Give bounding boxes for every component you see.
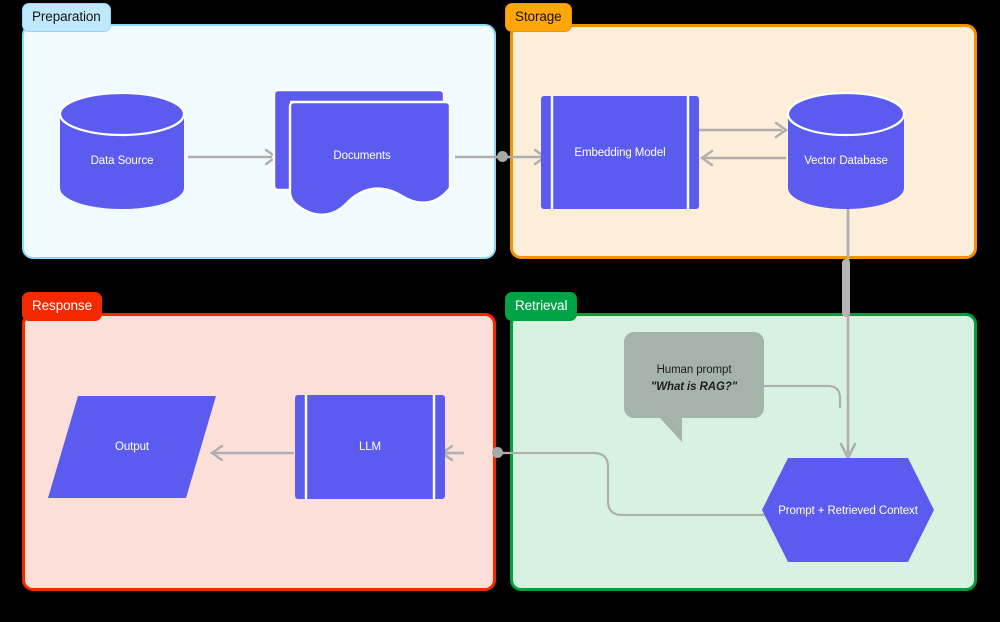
edge-promptcontext-to-llm-elbow — [496, 445, 772, 523]
node-embedding-model[interactable]: Embedding Model — [540, 95, 700, 210]
node-vector-database[interactable]: Vector Database — [786, 92, 906, 210]
edge-vectordb-to-embedding — [698, 147, 794, 169]
edge-embedding-to-vectordb — [698, 119, 794, 141]
edge-humanprompt-to-promptcontext — [760, 378, 856, 408]
node-prompt-retrieved-context[interactable]: Prompt + Retrieved Context — [762, 458, 934, 562]
group-badge-response[interactable]: Response — [22, 292, 102, 321]
node-documents[interactable]: Documents — [268, 84, 456, 216]
edge-crossing-dot-top — [497, 151, 508, 162]
group-badge-storage[interactable]: Storage — [505, 3, 572, 32]
node-data-source[interactable]: Data Source — [58, 92, 186, 210]
edge-crossing-dot-bottom — [492, 447, 503, 458]
node-llm[interactable]: LLM — [294, 394, 446, 500]
edge-vectordb-gap-segment — [842, 259, 850, 317]
group-badge-preparation[interactable]: Preparation — [22, 3, 111, 32]
edge-vectordb-downline-storage — [843, 205, 853, 261]
node-output[interactable]: Output — [44, 394, 220, 500]
node-human-prompt[interactable]: Human prompt "What is RAG?" — [624, 332, 764, 442]
group-badge-retrieval[interactable]: Retrieval — [505, 292, 578, 321]
edge-llm-to-output — [200, 442, 296, 464]
